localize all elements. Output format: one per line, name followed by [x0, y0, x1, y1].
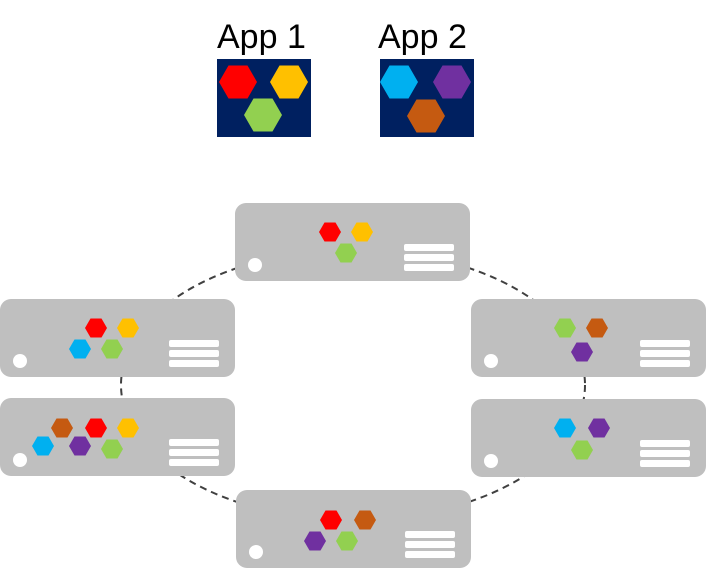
- drive-bay-icon: [169, 360, 219, 367]
- drive-bay-icon: [640, 440, 690, 447]
- red-hexagon-icon: [85, 318, 107, 338]
- drive-bay-icon: [169, 439, 219, 446]
- purple-hexagon-icon: [69, 436, 91, 456]
- drive-bay-icon: [404, 254, 454, 261]
- drive-bay-icon: [169, 449, 219, 456]
- drive-bay-icon: [640, 350, 690, 357]
- drive-bay-icon: [640, 340, 690, 347]
- drive-bay-icon: [404, 244, 454, 251]
- yellow-hexagon-icon: [270, 65, 308, 99]
- green-hexagon-icon: [554, 318, 576, 338]
- yellow-hexagon-icon: [117, 318, 139, 338]
- yellow-hexagon-icon: [117, 418, 139, 438]
- app-2-box: [380, 59, 474, 137]
- power-led-icon: [484, 454, 498, 468]
- blue-hexagon-icon: [32, 436, 54, 456]
- green-hexagon-icon: [335, 243, 357, 263]
- red-hexagon-icon: [219, 65, 257, 99]
- power-led-icon: [249, 545, 263, 559]
- green-hexagon-icon: [101, 439, 123, 459]
- orange-hexagon-icon: [586, 318, 608, 338]
- app-2-title: App 2: [378, 18, 467, 56]
- red-hexagon-icon: [85, 418, 107, 438]
- orange-hexagon-icon: [354, 510, 376, 530]
- app-1-title: App 1: [217, 18, 306, 56]
- blue-hexagon-icon: [554, 418, 576, 438]
- drive-bay-icon: [640, 450, 690, 457]
- power-led-icon: [13, 453, 27, 467]
- server-node-right-upper: [471, 299, 706, 377]
- purple-hexagon-icon: [588, 418, 610, 438]
- server-chassis: [471, 399, 706, 477]
- app-1-box: [217, 59, 311, 137]
- orange-hexagon-icon: [51, 418, 73, 438]
- server-node-left-lower: [0, 398, 235, 476]
- server-chassis: [471, 299, 706, 377]
- server-node-left-upper: [0, 299, 235, 377]
- drive-bay-icon: [640, 460, 690, 467]
- power-led-icon: [484, 354, 498, 368]
- drive-bay-icon: [169, 350, 219, 357]
- drive-bay-icon: [640, 360, 690, 367]
- server-node-right-lower: [471, 399, 706, 477]
- server-node-top: [235, 203, 470, 281]
- green-hexagon-icon: [244, 98, 282, 132]
- drive-bay-icon: [405, 551, 455, 558]
- purple-hexagon-icon: [433, 65, 471, 99]
- drive-bay-icon: [405, 541, 455, 548]
- servers: [0, 203, 706, 568]
- orange-hexagon-icon: [407, 99, 445, 133]
- power-led-icon: [13, 354, 27, 368]
- blue-hexagon-icon: [380, 65, 418, 99]
- drive-bay-icon: [169, 340, 219, 347]
- cluster-ring: [120, 249, 586, 521]
- green-hexagon-icon: [336, 531, 358, 551]
- server-chassis: [235, 203, 470, 281]
- purple-hexagon-icon: [571, 342, 593, 362]
- red-hexagon-icon: [320, 510, 342, 530]
- drive-bay-icon: [169, 459, 219, 466]
- blue-hexagon-icon: [69, 339, 91, 359]
- yellow-hexagon-icon: [351, 222, 373, 242]
- app-boxes: [217, 59, 474, 137]
- server-chassis: [0, 398, 235, 476]
- drive-bay-icon: [404, 264, 454, 271]
- power-led-icon: [248, 258, 262, 272]
- purple-hexagon-icon: [304, 531, 326, 551]
- server-node-bottom: [236, 490, 471, 568]
- green-hexagon-icon: [101, 339, 123, 359]
- server-chassis: [0, 299, 235, 377]
- server-chassis: [236, 490, 471, 568]
- green-hexagon-icon: [571, 440, 593, 460]
- drive-bay-icon: [405, 531, 455, 538]
- red-hexagon-icon: [319, 222, 341, 242]
